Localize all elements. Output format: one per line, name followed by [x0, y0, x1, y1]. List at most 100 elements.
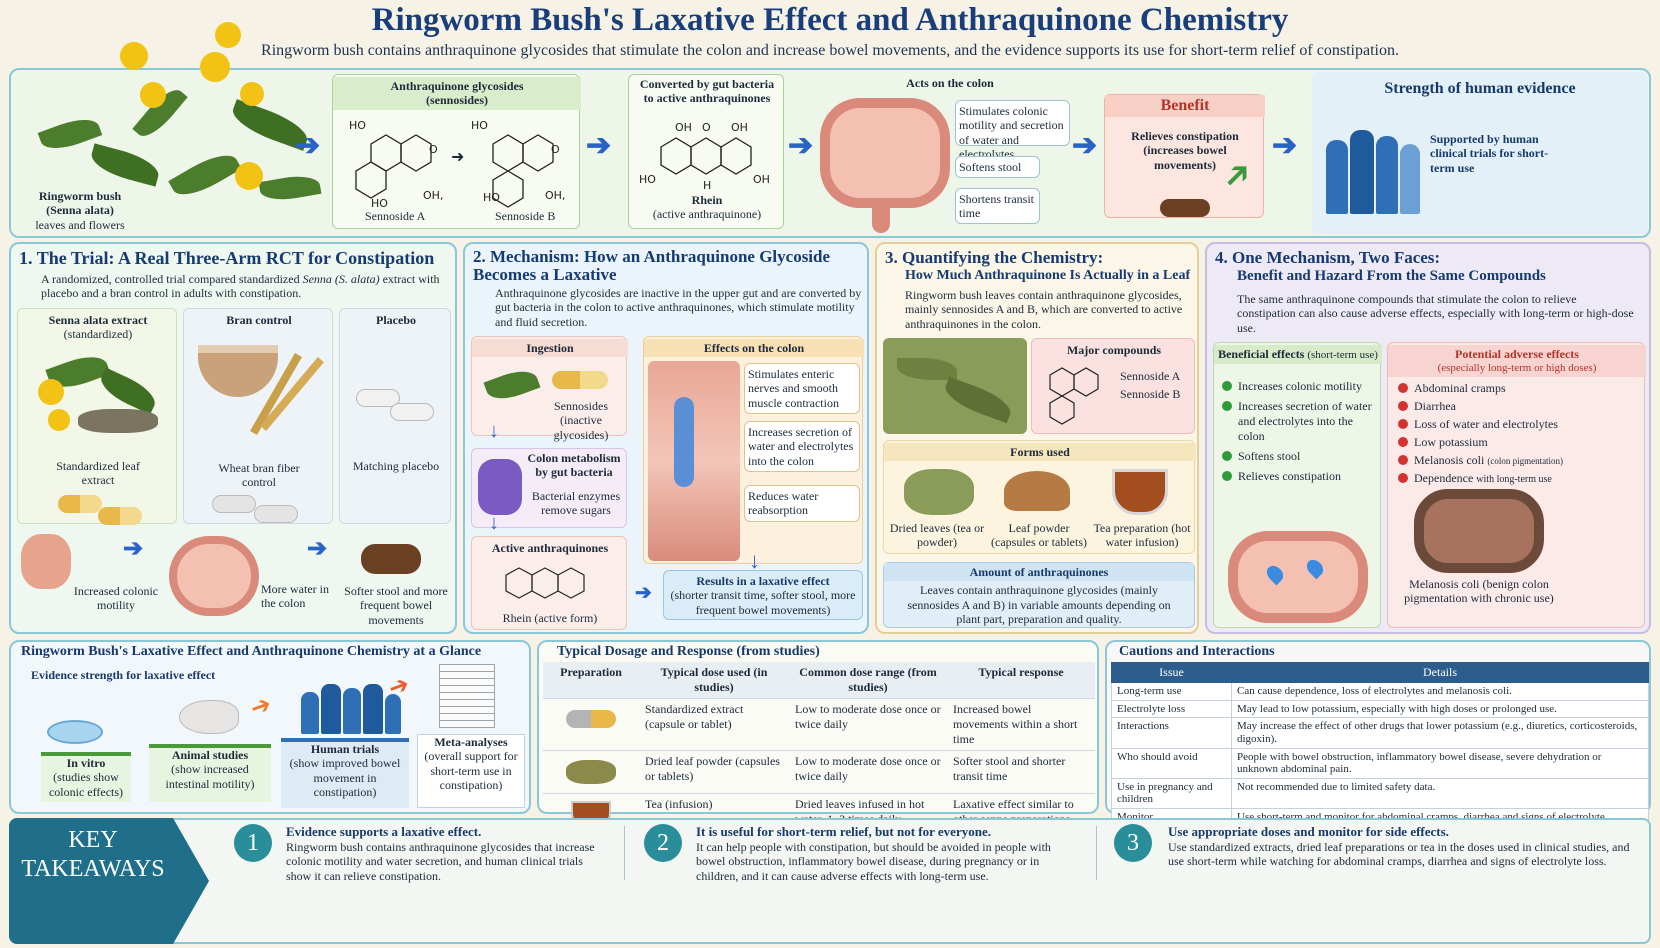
- dosage-title: Typical Dosage and Response (from studie…: [557, 644, 820, 659]
- evidence-title: Strength of human evidence: [1384, 80, 1576, 97]
- arrow-down-icon: ↓: [489, 512, 499, 534]
- bad-title: Potential adverse effects: [1455, 347, 1579, 361]
- stool-icon: [1160, 199, 1210, 217]
- list-item: Increases colonic motility: [1220, 379, 1378, 394]
- colon-illustration: [169, 536, 259, 616]
- column-header: Preparation: [560, 665, 622, 679]
- good-title-sub: (short-term use): [1307, 349, 1378, 361]
- arrow-icon: ➔: [307, 536, 328, 562]
- section-1: 1. The Trial: A Real Three-Arm RCT for C…: [9, 242, 457, 634]
- section-1-num: 1.: [19, 248, 33, 268]
- section-4: 4. One Mechanism, Two Faces: Benefit and…: [1205, 242, 1651, 634]
- colon-wall-illustration: [648, 361, 740, 561]
- table-cell: Electrolyte loss: [1111, 699, 1232, 719]
- converted-box: Converted by gut bacteria to active anth…: [628, 74, 784, 229]
- colon-illustration: [820, 98, 950, 208]
- takeaway-1: Evidence supports a laxative effect. Rin…: [286, 824, 606, 883]
- amount-box: Amount of anthraquinones Leaves contain …: [883, 562, 1195, 628]
- rhein-structure: OH O OH HO OH H: [639, 117, 775, 197]
- dosage-panel: Typical Dosage and Response (from studie…: [537, 640, 1099, 836]
- rhein-sub: (active anthraquinone): [652, 207, 762, 222]
- cautions-panel: Cautions and Interactions Issue Details …: [1105, 640, 1651, 840]
- bacteria-icon: [478, 459, 522, 515]
- table-cell: Who should avoid: [1111, 747, 1232, 779]
- intro-text: extract with placebo and a bran control …: [41, 272, 440, 301]
- arrow-icon: ➔: [247, 691, 276, 723]
- column-header: Typical response: [978, 665, 1064, 679]
- ingestion-title: Ingestion: [472, 339, 628, 358]
- list-item: Dependence with long-term use: [1396, 471, 1642, 486]
- evidence-text: Supported by human clinical trials for s…: [1430, 132, 1549, 175]
- form-3: Tea preparation (hot water infusion): [1093, 521, 1191, 550]
- table-row: Standardized extract (capsule or tablet)…: [543, 698, 1095, 751]
- plant-latin: (Senna alata): [46, 203, 114, 218]
- dosage-table: Preparation Typical dose used (in studie…: [543, 662, 1095, 836]
- intro-text: A randomized, controlled trial compared …: [41, 272, 303, 286]
- effect-3: Reduces water reabsorption: [744, 485, 860, 522]
- table-cell: Long-term use: [1111, 682, 1232, 701]
- plant-caption: Ringworm bush (Senna alata) leaves and f…: [20, 189, 140, 232]
- section-4-num: 4.: [1215, 248, 1228, 267]
- rhein-label: Rhein: [691, 193, 723, 207]
- section-4-subtitle: Benefit and Hazard From the Same Compoun…: [1237, 268, 1546, 284]
- glance-sub: Evidence strength for laxative effect: [31, 668, 216, 682]
- meta-title: Meta-analyses: [434, 735, 508, 749]
- metab-title: Colon metabolism by gut bacteria: [527, 451, 621, 480]
- plant-label: Ringworm bush: [38, 189, 122, 203]
- melanosis-colon-illustration: [1414, 489, 1544, 573]
- item-note: (colon pigmentation): [1487, 456, 1564, 466]
- chem-label: HO: [639, 173, 656, 186]
- paper-stack-icon: [439, 664, 495, 728]
- rhein-structure: [486, 561, 616, 611]
- table-cell: Softer stool and shorter transit time: [947, 750, 1095, 794]
- glycosides-box: Anthraquinone glycosides (sennosides) HO…: [332, 74, 581, 229]
- takeaways-bar: [9, 818, 1651, 944]
- effects-title: Effects on the colon: [644, 339, 864, 358]
- benefit-box: Benefit Relieves constipation (increases…: [1104, 94, 1265, 218]
- flow-3: Softer stool and more frequent bowel mov…: [344, 584, 448, 627]
- dried-leaves-illustration: [883, 338, 1027, 434]
- item-text: Melanosis coli: [1414, 453, 1485, 467]
- effects-box: Effects on the colon Stimulates enteric …: [643, 336, 864, 564]
- rhein-active-label: Rhein (active form): [502, 611, 598, 625]
- people-icon: [1326, 120, 1422, 220]
- takeaways-label-box: [9, 818, 209, 944]
- section-1-title: The Trial: A Real Three-Arm RCT for Cons…: [36, 248, 435, 268]
- glance-panel: Ringworm Bush's Laxative Effect and Anth…: [9, 640, 531, 814]
- takeaway-title: It is useful for short-term relief, but …: [696, 824, 991, 839]
- converted-title: Converted by gut bacteria: [639, 77, 775, 91]
- column-header: Typical dose used (in studies): [660, 665, 768, 694]
- colon-effect-1: Stimulates colonic motility and secretio…: [955, 100, 1070, 161]
- list-item: Abdominal cramps: [1396, 381, 1642, 396]
- section-3: 3. Quantifying the Chemistry: How Much A…: [875, 242, 1199, 634]
- good-title: Beneficial effects: [1218, 347, 1305, 361]
- glycosides-title: Anthraquinone glycosides: [390, 79, 524, 93]
- takeaway-number: 1: [234, 824, 272, 862]
- chem-label: OH,: [423, 189, 444, 202]
- benefit-text: Relieves constipation (increases bowel m…: [1131, 129, 1239, 172]
- list-item: Diarrhea: [1396, 399, 1642, 414]
- effect-1: Stimulates enteric nerves and smooth mus…: [744, 363, 860, 415]
- forms-box: Forms used Dried leaves (tea or powder) …: [883, 440, 1196, 554]
- table-cell: Use in pregnancy and children: [1111, 777, 1232, 810]
- chem-label: OH: [753, 173, 770, 186]
- sennosides-label: Sennosides (inactive glycosides): [553, 399, 609, 442]
- page-title: Ringworm Bush's Laxative Effect and Anth…: [371, 2, 1289, 38]
- form-1: Dried leaves (tea or powder): [889, 521, 985, 550]
- beneficial-box: Beneficial effects (short-term use) Incr…: [1213, 342, 1382, 628]
- people-icon: [301, 684, 401, 734]
- arm2-caption: Wheat bran fiber control: [218, 461, 300, 490]
- arm1-sub: (standardized): [63, 327, 133, 341]
- stool-icon: [361, 544, 421, 574]
- bad-title-sub: (especially long-term or high doses): [1437, 362, 1597, 374]
- table-cell: Standardized extract (capsule or tablet): [639, 698, 789, 751]
- major-compounds-box: Major compounds Sennoside A Sennoside B: [1031, 338, 1195, 434]
- list-item: Relieves constipation: [1220, 469, 1378, 484]
- forms-title: Forms used: [884, 443, 1196, 462]
- melanosis-caption: Melanosis coli (benign colon pigmentatio…: [1404, 577, 1554, 606]
- arm2-title: Bran control: [226, 313, 292, 327]
- arrow-down-icon: ↓: [489, 420, 499, 442]
